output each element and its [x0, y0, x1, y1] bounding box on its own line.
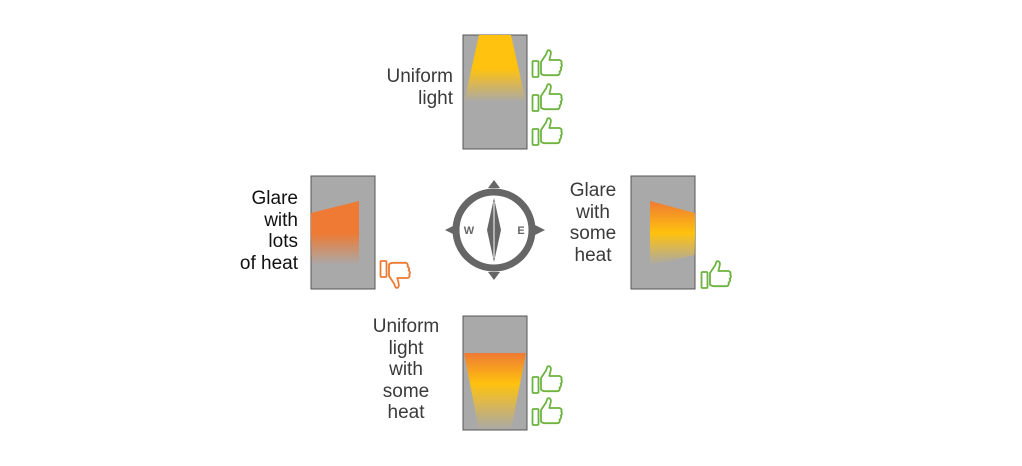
compass-icon: W E	[445, 180, 545, 280]
window-north	[462, 34, 528, 150]
window-west-light-beam	[311, 201, 359, 265]
window-west	[310, 175, 376, 290]
label-north: Uniform light	[386, 66, 453, 109]
thumbs-up-icon	[531, 117, 563, 146]
thumbs-up-icon	[531, 365, 563, 394]
window-north-light-beam	[464, 35, 526, 102]
thumbs-up-icon	[531, 49, 563, 78]
compass-south-spike	[488, 272, 500, 280]
rating-north	[531, 49, 563, 146]
thumbs-up-icon	[531, 397, 563, 426]
thumbs-down-icon	[379, 260, 411, 289]
thumbs-up-icon	[700, 260, 732, 289]
rating-south	[531, 365, 563, 426]
label-south: Uniform light with some heat	[372, 316, 440, 423]
label-west: Glare with lots of heat	[239, 188, 298, 274]
compass-ring	[452, 188, 536, 272]
thumbs-up-icon	[531, 83, 563, 112]
window-east-light-beam	[650, 201, 695, 265]
window-east	[630, 175, 696, 290]
rating-east	[700, 260, 732, 289]
compass-east-spike	[535, 225, 545, 235]
rating-west	[379, 260, 411, 289]
compass-east-letter: E	[517, 225, 524, 237]
compass-west-letter: W	[464, 225, 475, 237]
compass-west-spike	[445, 225, 455, 235]
label-east: Glare with some heat	[569, 180, 617, 266]
window-south-light-beam	[464, 353, 526, 430]
window-south	[462, 315, 528, 431]
compass-north-spike	[488, 180, 500, 188]
